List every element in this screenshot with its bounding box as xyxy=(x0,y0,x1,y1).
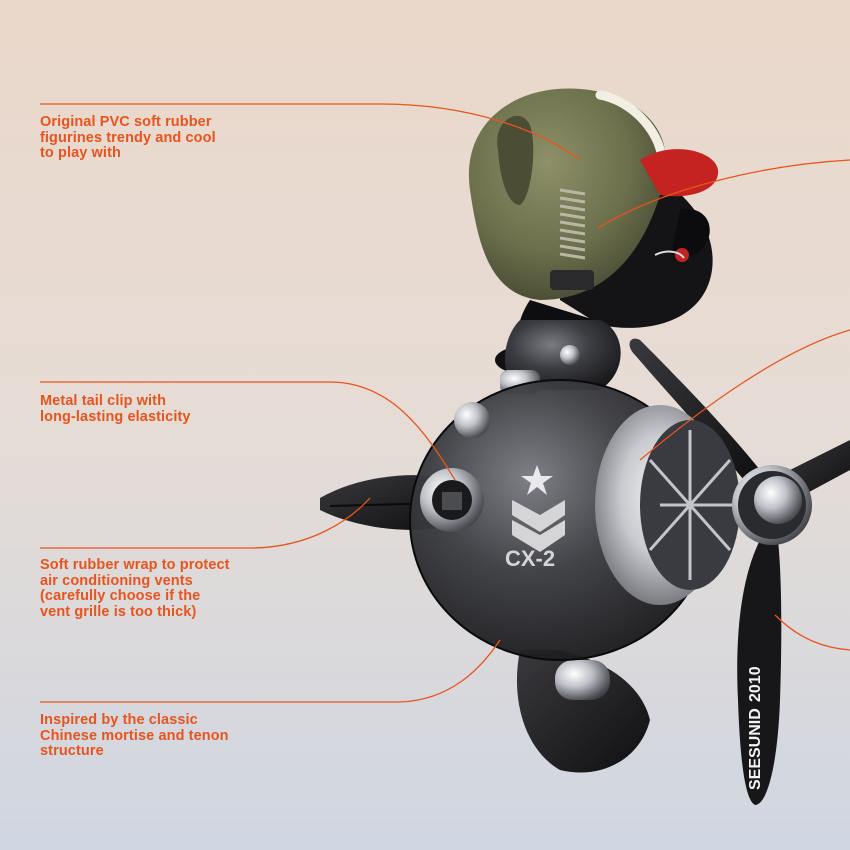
leader-line-1 xyxy=(40,103,581,161)
spring xyxy=(559,188,586,260)
leader-line-engine xyxy=(639,329,850,461)
leader-line-4 xyxy=(40,639,501,703)
callout-metal-clip: Metal tail clip with long-lasting elasti… xyxy=(40,393,191,425)
propeller-year: 2010 xyxy=(747,666,764,702)
fuselage-marking: CX-2 xyxy=(505,546,555,571)
callout-rubber-wrap: Soft rubber wrap to protect air conditio… xyxy=(40,557,230,620)
leader-line-helmet-right xyxy=(597,159,850,229)
star-emblem xyxy=(521,465,553,495)
leader-line-3 xyxy=(40,497,371,549)
leader-line-prop xyxy=(774,614,850,651)
propeller-brand: SEESUNID xyxy=(747,708,764,790)
callout-lines xyxy=(40,103,850,703)
callout-pvc-figurine: Original PVC soft rubber figurines trend… xyxy=(40,114,216,161)
metal-clip xyxy=(500,320,621,394)
engine xyxy=(595,405,812,605)
figurine-head xyxy=(468,88,719,374)
lower-fin xyxy=(516,650,650,773)
red-brim xyxy=(640,149,719,197)
helmet-ear xyxy=(497,115,534,205)
lower-blade xyxy=(737,540,782,805)
leader-line-2 xyxy=(40,381,456,481)
chevron-emblem xyxy=(512,500,565,552)
propeller-branding: SEESUNID 2010 xyxy=(747,666,764,790)
callout-mortise-tenon: Inspired by the classic Chinese mortise … xyxy=(40,712,229,759)
